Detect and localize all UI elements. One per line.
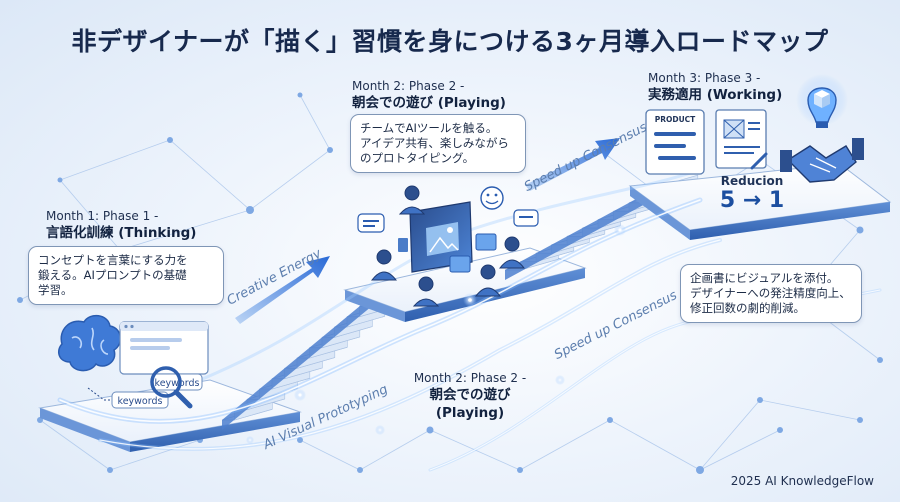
footer-credit: 2025 AI KnowledgeFlow xyxy=(730,474,874,488)
phase2-bottom-label: Month 2: Phase 2 - 朝会での遊び (Playing) xyxy=(400,370,540,422)
lightbulb-box-icon xyxy=(796,74,848,128)
phase3-line: 修正回数の劇的削減。 xyxy=(690,301,805,315)
consensus-arrow xyxy=(525,138,620,191)
reduction-indicator: Reducion 5 → 1 xyxy=(712,174,792,213)
phase2-bottom-name: 朝会での遊び xyxy=(429,387,511,403)
phase1-line: 鍛える。AIプロンプトの基礎 xyxy=(38,268,187,282)
magnifier-icon xyxy=(150,366,193,409)
stair-side xyxy=(505,186,660,280)
keyword-tag-1: keywords xyxy=(155,378,200,389)
keyword-window-icon: keywords keywords xyxy=(87,321,209,409)
reduction-label: Reducion xyxy=(720,174,784,188)
phase3-description-bubble: 企画書にビジュアルを添付。 デザイナーへの発注精度向上、 修正回数の劇的削減。 xyxy=(680,264,862,323)
phase1-description-bubble: コンセプトを言葉にする力を 鍛える。AIプロンプトの基礎 学習。 xyxy=(28,246,224,305)
phase2-line: チームでAIツールを触る。 xyxy=(360,121,498,135)
phase1-line: コンセプトを言葉にする力を xyxy=(38,253,188,267)
phase2-line: のプロトタイピング。 xyxy=(360,151,475,165)
sparkles xyxy=(246,224,626,444)
phase2-bottom-heading: Month 2: Phase 2 - xyxy=(413,371,527,385)
phase3-line: 企画書にビジュアルを添付。 xyxy=(690,271,839,285)
product-document-icon: PRODUCT xyxy=(645,109,768,175)
creative-energy-arrow xyxy=(235,256,330,324)
phase3-heading: Month 3: Phase 3 - xyxy=(648,71,761,85)
handshake-icon xyxy=(780,138,864,183)
page-title: 非デザイナーが「描く」習慣を身につける3ヶ月導入ロードマップ xyxy=(71,27,829,56)
reduction-value: 5 → 1 xyxy=(719,188,785,213)
phase1-heading: Month 1: Phase 1 - xyxy=(46,209,159,223)
brain-icon xyxy=(57,314,122,372)
phase3-name: 実務適用 (Working) xyxy=(648,87,783,103)
phase1-name: 言語化訓練 (Thinking) xyxy=(46,225,197,241)
phase2-name: 朝会での遊び (Playing) xyxy=(352,95,506,111)
team-members xyxy=(370,185,526,307)
chat-bubble-icons xyxy=(357,186,539,233)
phase2-line: アイデア共有、楽しみながら xyxy=(360,136,509,150)
phase2-heading: Month 2: Phase 2 - xyxy=(352,79,465,93)
phase1-line: 学習。 xyxy=(38,283,73,297)
stair-side xyxy=(222,296,372,430)
product-label: PRODUCT xyxy=(655,115,696,124)
keyword-tag-2: keywords xyxy=(118,396,163,407)
phase2-description-bubble: チームでAIツールを触る。 アイデア共有、楽しみながら のプロトタイピング。 xyxy=(350,114,526,173)
collaboration-screen-icon xyxy=(398,201,497,273)
phase2-bottom-name-en: (Playing) xyxy=(435,405,505,421)
phase3-line: デザイナーへの発注精度向上、 xyxy=(690,286,851,300)
